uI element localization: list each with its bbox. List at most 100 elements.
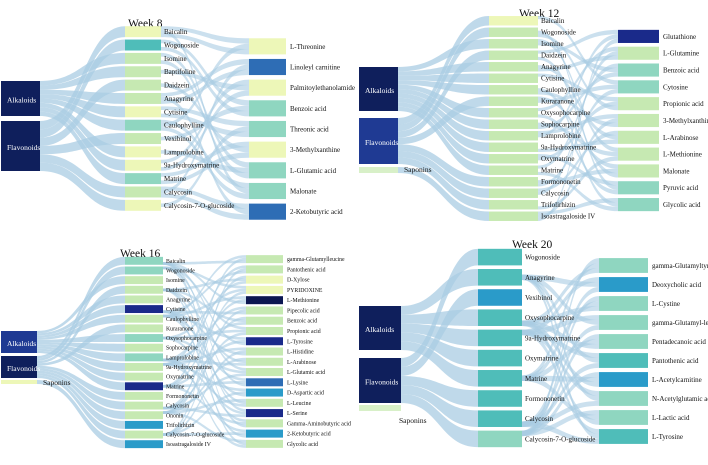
- compound-node: [125, 106, 161, 118]
- metabolite-label: Benzoic acid: [663, 66, 700, 74]
- flow-links: [401, 248, 599, 448]
- flow-link: [522, 320, 599, 387]
- flow-link: [538, 130, 618, 192]
- compound-label: Anagyrine: [166, 297, 191, 303]
- class-node: [1, 121, 40, 171]
- metabolite-node: [249, 38, 286, 55]
- flow-link: [401, 394, 478, 448]
- flow-link: [163, 350, 246, 436]
- compound-node: [489, 96, 538, 106]
- metabolite-label: gamma-Glutamyltyrosine: [652, 262, 708, 270]
- compound-label: Isoastragaloside IV: [166, 442, 212, 448]
- flow-link: [163, 270, 246, 314]
- metabolite-node: [599, 353, 648, 368]
- flow-link: [37, 344, 125, 362]
- compound-label: Wogonoside: [166, 269, 195, 275]
- flow-link: [163, 358, 246, 366]
- compound-label: Wogonoside: [164, 41, 199, 49]
- flow-link: [163, 288, 246, 323]
- compound-node: [125, 133, 161, 145]
- compound-label: Wogonoside: [541, 29, 576, 37]
- metabolite-node: [246, 388, 283, 397]
- metabolite-node: [246, 378, 283, 387]
- flow-link: [398, 93, 489, 141]
- metabolite-label: Pentadecanoic acid: [652, 338, 706, 346]
- compound-node: [125, 285, 163, 294]
- metabolite-node: [618, 113, 659, 128]
- class-label: Alkaloids: [365, 86, 394, 95]
- flow-link: [538, 33, 618, 111]
- flow-link: [538, 65, 618, 140]
- compound-label: Cytisine: [541, 75, 564, 83]
- flow-link: [37, 266, 125, 361]
- metabolite-label: Pyruvic acid: [663, 184, 699, 192]
- flow-link: [161, 39, 249, 106]
- compound-node: [125, 324, 163, 333]
- flow-link: [538, 29, 618, 54]
- metabolite-label: Glycolic acid: [663, 201, 701, 209]
- metabolite-label: Deoxycholic acid: [652, 281, 702, 289]
- compound-label: Calycosin-7-O-glucoside: [525, 435, 595, 443]
- metabolite-label: 2-Ketobutyric acid: [287, 432, 331, 438]
- flow-link: [522, 305, 599, 326]
- flow-link: [163, 380, 246, 388]
- compound-node: [125, 39, 161, 51]
- flow-link: [538, 55, 618, 72]
- compound-label: Kuraranone: [541, 98, 574, 106]
- compound-node: [478, 430, 522, 448]
- metabolite-label: Palmitoylethanolamide: [290, 84, 355, 92]
- class-node: [359, 118, 398, 164]
- flow-link: [398, 89, 489, 129]
- class-node: [359, 405, 401, 411]
- compound-node: [489, 27, 538, 37]
- flow-link: [522, 296, 599, 437]
- flow-link: [161, 46, 249, 117]
- metabolite-label: L-Acetylcarnitine: [652, 376, 702, 384]
- compound-node: [125, 363, 163, 371]
- flow-link: [161, 186, 249, 209]
- compound-label: Caulophylline: [541, 86, 581, 94]
- flow-link: [538, 122, 618, 157]
- flow-link: [40, 66, 125, 90]
- metabolite-node: [246, 326, 283, 335]
- metabolite-node: [246, 306, 283, 315]
- compound-node: [489, 16, 538, 26]
- flow-link: [40, 107, 125, 171]
- metabolite-node: [249, 162, 286, 179]
- flow-link: [538, 88, 618, 207]
- compound-label: Calycosin: [166, 404, 189, 410]
- flow-link: [37, 295, 125, 336]
- metabolite-node: [246, 316, 283, 325]
- metabolite-label: Gamma-Aminobutyric acid: [287, 421, 351, 427]
- compound-node: [125, 401, 163, 410]
- metabolite-node: [618, 80, 659, 94]
- flow-link: [163, 262, 246, 346]
- flow-link: [163, 288, 246, 364]
- compound-node: [489, 119, 538, 129]
- flow-link: [398, 102, 489, 164]
- compound-node: [125, 186, 161, 198]
- flow-link: [40, 111, 125, 185]
- metabolite-node: [618, 164, 659, 178]
- flow-link: [163, 309, 246, 436]
- metabolite-label: Propionic acid: [287, 329, 321, 335]
- metabolite-node: [246, 398, 283, 407]
- metabolite-label: 2-Ketobutyric acid: [290, 208, 343, 216]
- flow-link: [522, 372, 599, 437]
- flow-link: [163, 316, 246, 414]
- metabolite-node: [599, 296, 648, 311]
- flow-link: [522, 277, 599, 336]
- compound-node: [125, 92, 161, 104]
- compound-label: Oxysophocarpine: [541, 109, 590, 117]
- compound-node: [125, 266, 163, 275]
- flow-link: [163, 336, 246, 374]
- flow-link: [398, 50, 489, 138]
- compound-node: [125, 146, 161, 158]
- metabolite-node: [599, 334, 648, 349]
- flow-link: [401, 309, 478, 326]
- flow-link: [398, 80, 489, 95]
- metabolite-node: [249, 79, 286, 96]
- flow-link: [538, 42, 618, 73]
- metabolite-label: 3-Methylxanthine: [290, 146, 340, 154]
